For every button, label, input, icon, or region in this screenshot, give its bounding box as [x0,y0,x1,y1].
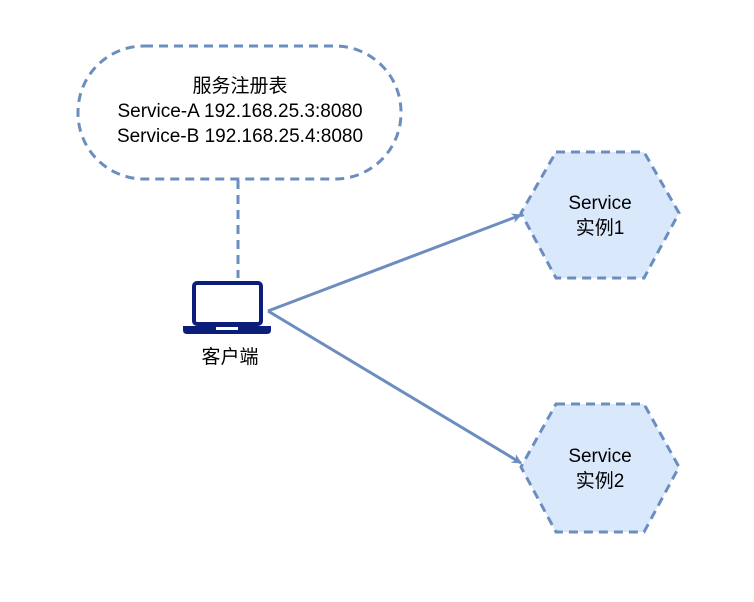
service-registry-box [76,44,403,181]
laptop-icon [183,281,271,334]
registry-title: 服务注册表 [192,76,288,97]
client-to-service2-arrow [267,309,522,465]
client-to-service1-arrow [267,213,522,313]
service-instance-2-hexagon [519,402,681,534]
service-2-name: Service [568,446,632,467]
client-label: 客户端 [201,347,259,368]
service-1-instance: 实例1 [575,218,625,239]
service-instance-1-hexagon [519,150,681,280]
registry-entry-service-a: Service-A 192.168.25.3:8080 [117,101,363,122]
service-2-instance: 实例2 [575,471,625,492]
service-1-name: Service [568,193,632,214]
registry-entry-service-b: Service-B 192.168.25.4:8080 [116,126,364,147]
